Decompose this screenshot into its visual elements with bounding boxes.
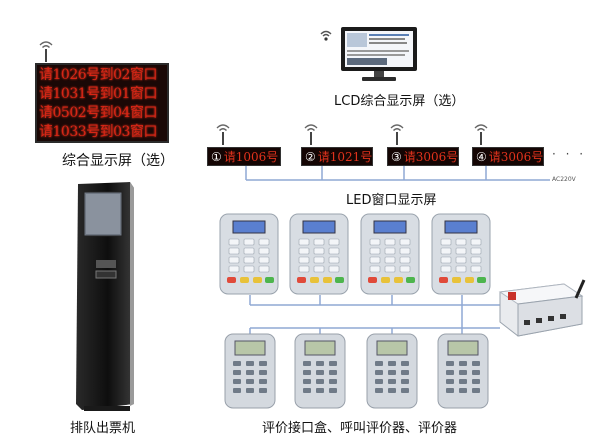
evaluators-label: 评价接口盒、呼叫评价器、评价器 <box>262 421 458 436</box>
evaluator-device-icon <box>294 333 346 409</box>
lcd-monitor-icon <box>341 27 417 81</box>
integrated-display-label: 综合显示屏（选） <box>62 153 174 169</box>
caller-device-icon <box>219 213 279 295</box>
lcd-label: LCD综合显示屏（选） <box>334 94 465 109</box>
window-text: 请3006号 <box>403 150 459 164</box>
evaluator-device-icon <box>437 333 489 409</box>
led-row: 请1026号到02窗口 <box>39 67 157 83</box>
window-led-screen-2: ② 请1021号 <box>301 147 373 166</box>
window-number: ② <box>305 149 316 164</box>
kiosk-label: 排队出票机 <box>70 421 136 436</box>
window-text: 请1006号 <box>223 150 279 164</box>
evaluator-device-icon <box>366 333 418 409</box>
window-text: 请1021号 <box>317 150 373 164</box>
integrated-led-display: 请1026号到02窗口 请1031号到01窗口 请0502号到04窗口 请103… <box>35 63 169 143</box>
window-text: 请3006号 <box>488 150 544 164</box>
window-number: ③ <box>391 149 402 164</box>
window-number: ④ <box>476 149 487 164</box>
caller-device-icon <box>360 213 420 295</box>
led-row: 请0502号到04窗口 <box>39 105 157 121</box>
evaluator-device-icon <box>224 333 276 409</box>
window-number: ① <box>211 149 222 164</box>
led-row: 请1031号到01窗口 <box>39 86 157 102</box>
caller-device-icon <box>431 213 491 295</box>
antenna-icon <box>390 124 404 145</box>
led-row: 请1033号到03窗口 <box>39 124 157 140</box>
antenna-icon <box>304 124 318 145</box>
antenna-icon <box>474 124 488 145</box>
wireless-icon <box>320 30 332 41</box>
window-led-screen-3: ③ 请3006号 <box>387 147 459 166</box>
ac-label: AC220V <box>552 176 576 183</box>
led-window-label: LED窗口显示屏 <box>346 193 437 208</box>
ticket-kiosk-icon <box>76 182 134 411</box>
interface-box-icon <box>498 279 586 337</box>
caller-device-icon <box>289 213 349 295</box>
window-led-screen-1: ① 请1006号 <box>207 147 281 166</box>
antenna-icon <box>216 124 230 145</box>
more-indicator: · · · <box>552 147 587 161</box>
window-led-screen-4: ④ 请3006号 <box>472 147 544 166</box>
antenna-icon <box>39 41 53 62</box>
